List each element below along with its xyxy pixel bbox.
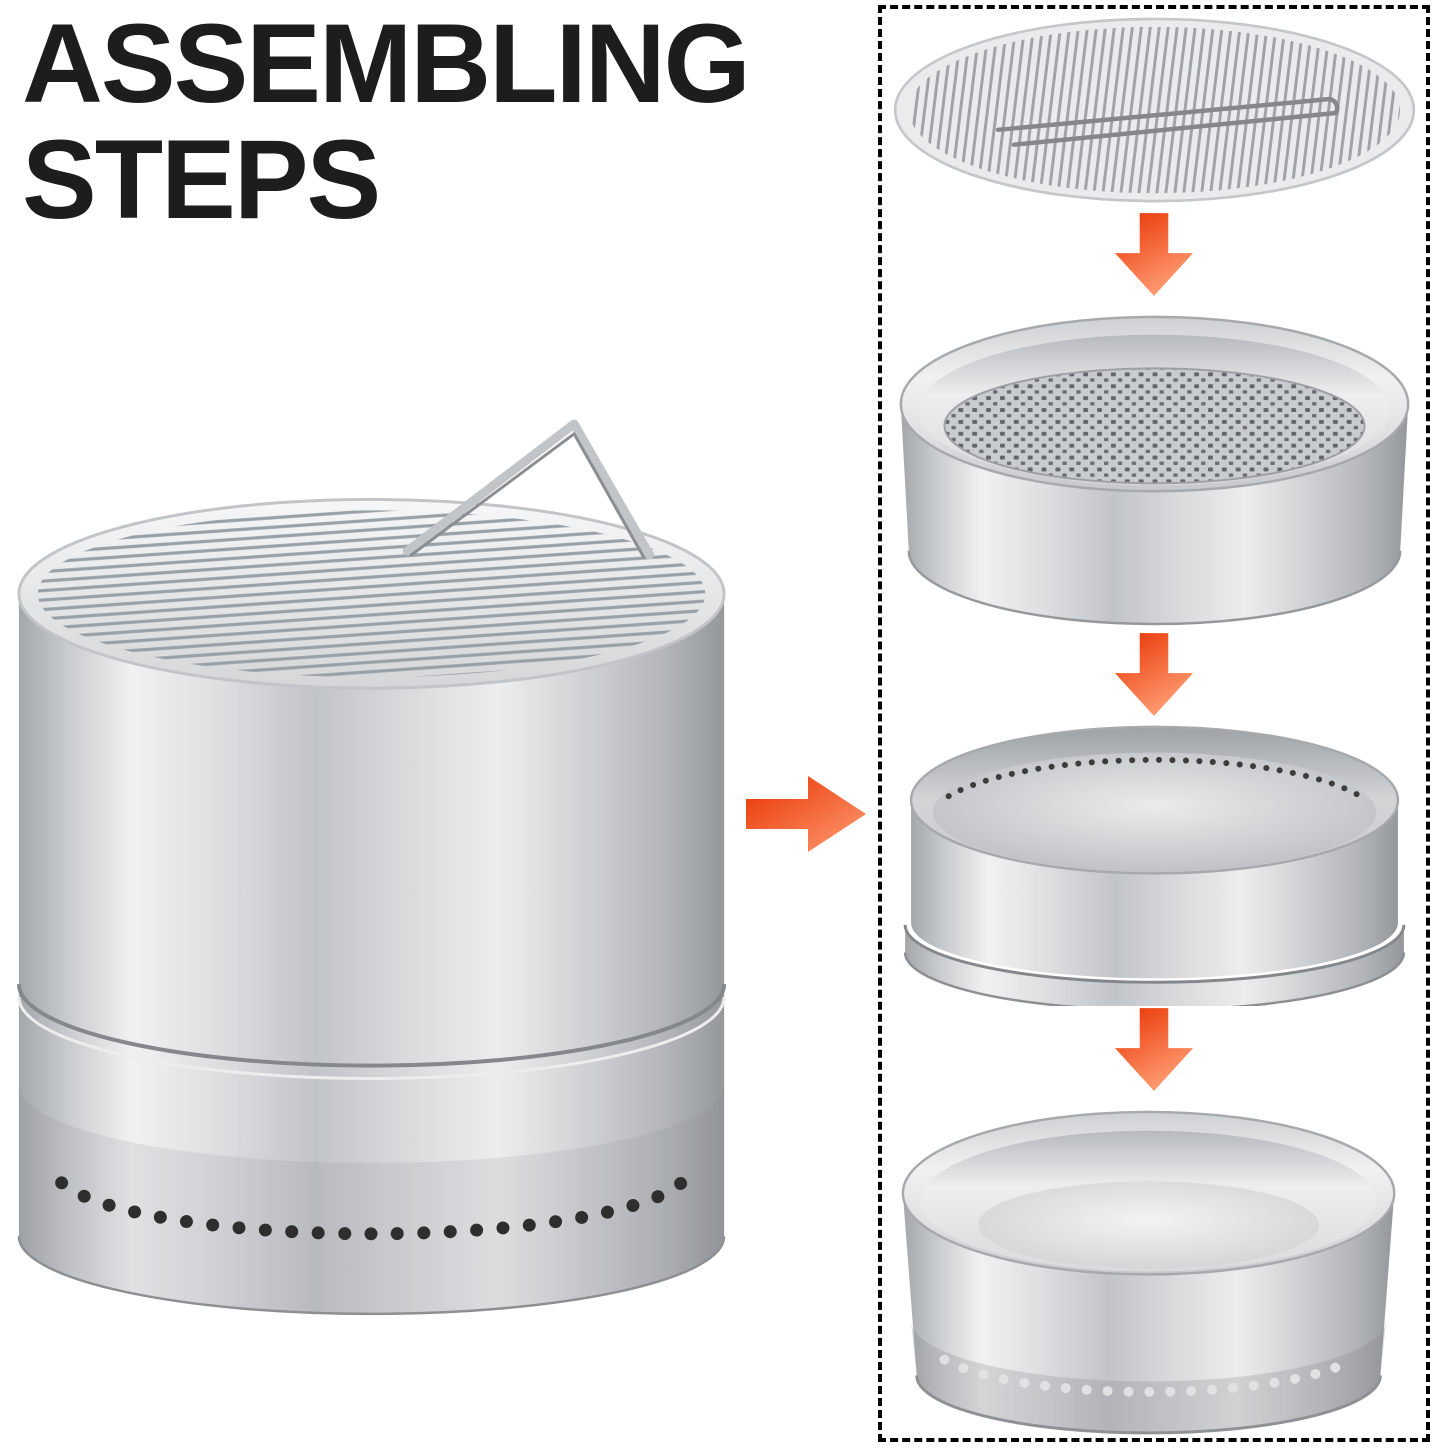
arrow-down-icon — [1114, 1008, 1194, 1092]
grill-grate-illustration — [893, 17, 1415, 203]
arrow-right-shape — [746, 776, 866, 852]
arrow-down-icon — [1114, 633, 1194, 717]
base-rim — [901, 1110, 1395, 1276]
ring-rim — [909, 725, 1399, 875]
grate-disc — [893, 17, 1415, 203]
step-2-fire-bowl-figure — [887, 299, 1422, 631]
page-title-line-1: ASSEMBLING — [22, 1, 751, 126]
fire-bowl-illustration — [899, 315, 1409, 626]
base-bowl-illustration — [901, 1110, 1395, 1435]
page-title: ASSEMBLING STEPS — [22, 1, 751, 243]
base-vent-holes — [939, 1354, 1358, 1397]
assembled-fire-pit-illustration — [16, 419, 727, 1316]
arrow-down-shape — [1114, 213, 1194, 296]
bowl-rim — [899, 315, 1409, 493]
arrow-right-icon — [746, 774, 868, 859]
carry-handle — [402, 419, 655, 560]
base-interior — [902, 1111, 1394, 1275]
page-title-line-2: STEPS — [22, 117, 381, 243]
assembled-fire-pit-figure — [2, 390, 742, 1329]
step-3-burn-ring-figure — [887, 719, 1422, 1012]
grate-handle — [995, 96, 1339, 147]
steps-panel — [878, 5, 1430, 1442]
burn-ring-illustration — [903, 725, 1405, 1012]
arrow-down-shape — [1114, 1008, 1194, 1091]
step-4-base-bowl-figure — [887, 1094, 1422, 1436]
step-1-grill-grate-figure — [887, 13, 1422, 211]
perforated-ash-plate — [942, 367, 1366, 485]
pit-body — [16, 504, 727, 1316]
arrow-down-shape — [1114, 633, 1194, 716]
air-vent-holes — [55, 1176, 688, 1241]
grill-grate-top — [17, 497, 726, 690]
arrow-down-icon — [1114, 213, 1194, 297]
ring-interior — [910, 726, 1398, 874]
